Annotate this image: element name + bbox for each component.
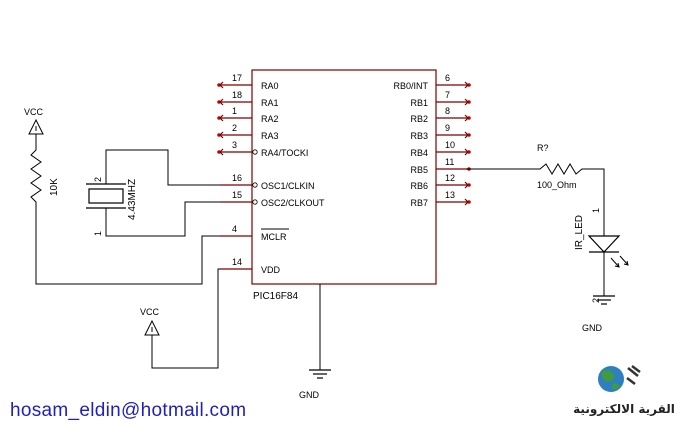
led-name: IR_LED <box>574 215 585 250</box>
globe-logo-icon <box>598 365 641 392</box>
right-pin-name: RB0/INT <box>393 81 428 91</box>
left-pin-name: RA1 <box>261 98 279 108</box>
ir-led <box>587 235 629 296</box>
right-pin-name: RB1 <box>410 98 428 108</box>
right-pin-number: 12 <box>445 173 455 183</box>
right-pin-number: 6 <box>445 73 450 83</box>
crystal-pin1: 1 <box>93 231 103 236</box>
vcc-symbol-bottom <box>144 319 160 336</box>
crystal-value: 4.43MHZ <box>127 179 138 220</box>
left-pin-number: 18 <box>232 90 242 100</box>
left-pin-name: OSC1/CLKIN <box>261 181 315 191</box>
right-pin-name: RB4 <box>410 148 428 158</box>
left-pin-number: 2 <box>232 123 237 133</box>
left-pin-number: 14 <box>232 257 242 267</box>
pullup-value: 10K <box>49 178 60 196</box>
right-pin-number: 10 <box>445 140 455 150</box>
author-email: hosam_eldin@hotmail.com <box>10 400 247 421</box>
left-pin-name: RA4/TOCKI <box>261 148 308 158</box>
crystal <box>86 180 126 212</box>
pullup-resistor-wire <box>30 134 220 285</box>
vcc-symbol-top <box>28 118 44 135</box>
led-resistor-ref: R? <box>537 143 549 153</box>
left-pin-number: 4 <box>232 224 237 234</box>
ic-part-label: PIC16F84 <box>253 291 298 302</box>
wire-vdd <box>151 268 220 369</box>
pic16f84-chip <box>251 69 437 285</box>
ground-symbol-led <box>593 295 615 305</box>
wire-osc2 <box>105 201 220 237</box>
led-pin2: 2 <box>591 298 601 303</box>
gnd-label-ic: GND <box>299 390 320 400</box>
led-resistor-wire <box>466 163 605 236</box>
gnd-label-led: GND <box>582 323 603 333</box>
crystal-pin2: 2 <box>93 177 103 182</box>
right-pin-name: RB2 <box>410 114 428 124</box>
right-pin-number: 13 <box>445 190 455 200</box>
left-pin-name: RA3 <box>261 131 279 141</box>
right-pin-number: 11 <box>445 157 454 167</box>
vcc-label-top: VCC <box>24 107 44 117</box>
left-pin-name: RA0 <box>261 81 279 91</box>
left-pin-number: 1 <box>232 106 237 116</box>
right-pin-number: 8 <box>445 106 450 116</box>
left-pin-name: OSC2/CLKOUT <box>261 198 325 208</box>
left-pins: 17RA018RA11RA22RA33RA4/TOCKI16OSC1/CLKIN… <box>217 73 325 275</box>
right-pin-number: 9 <box>445 123 450 133</box>
logo-text: القرية الالكترونية <box>573 402 675 416</box>
ground-symbol-ic <box>309 369 331 379</box>
wire-osc1 <box>105 149 220 186</box>
left-pin-name: VDD <box>261 265 281 275</box>
left-pin-name: RA2 <box>261 114 279 124</box>
left-pin-number: 3 <box>232 140 237 150</box>
vcc-label-bottom: VCC <box>140 307 160 317</box>
right-pin-name: RB3 <box>410 131 428 141</box>
left-pin-number: 16 <box>232 173 242 183</box>
led-resistor-value: 100_Ohm <box>537 180 577 190</box>
right-pin-name: RB7 <box>410 198 428 208</box>
left-pin-number: 17 <box>232 73 242 83</box>
right-pin-name: RB5 <box>410 165 428 175</box>
left-pin-name: MCLR <box>261 232 287 242</box>
right-pin-number: 7 <box>445 90 450 100</box>
left-pin-number: 15 <box>232 190 242 200</box>
right-pin-name: RB6 <box>410 181 428 191</box>
led-pin1: 1 <box>591 208 601 213</box>
